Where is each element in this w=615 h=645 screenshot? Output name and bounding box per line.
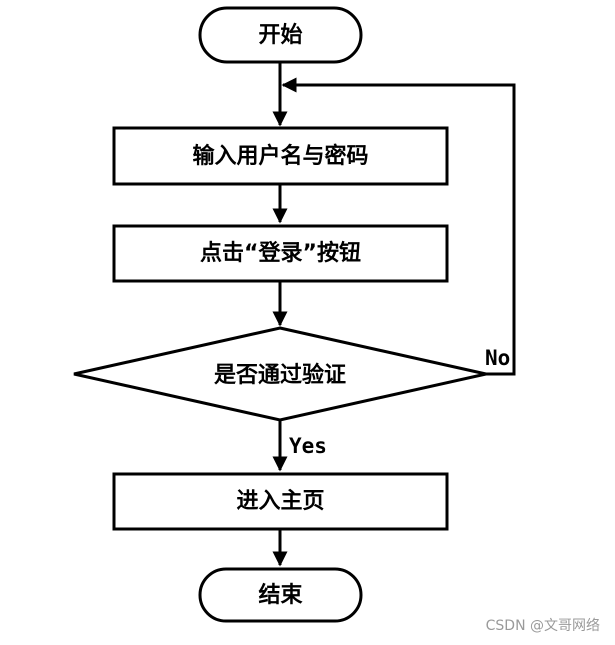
arrow-no-loop (281, 77, 516, 376)
start-label: 开始 (258, 22, 302, 48)
end-node (198, 567, 363, 623)
input-credentials-node (112, 126, 449, 186)
verify-decision-label: 是否通过验证 (214, 362, 346, 388)
end-label: 结束 (258, 582, 303, 608)
yes-label: Yes (289, 434, 327, 458)
enter-home-node (112, 472, 449, 531)
watermark-text: CSDN @文哥网络 (486, 618, 600, 634)
no-label: No (485, 346, 510, 370)
enter-home-label: 进入主页 (236, 489, 324, 514)
click-login-label: 点击“登录”按钮 (200, 240, 361, 266)
input-credentials-label: 输入用户名与密码 (192, 143, 368, 169)
